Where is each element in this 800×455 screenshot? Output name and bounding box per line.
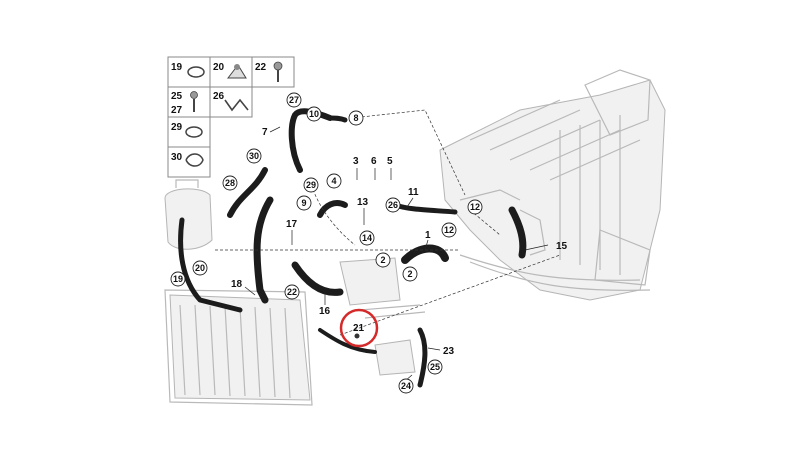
svg-text:25: 25 <box>430 362 440 372</box>
callout-17: 17 <box>286 219 298 230</box>
part-21-marker <box>354 333 360 339</box>
part-callouts-plain: 7 3 6 5 13 11 1 15 17 18 16 21 23 <box>231 127 568 357</box>
callout-1: 1 <box>425 230 431 241</box>
svg-text:28: 28 <box>225 178 235 188</box>
callout-circle-29: 29 <box>303 177 319 193</box>
highlight-ring <box>339 308 379 348</box>
legend-label-29: 29 <box>171 122 183 133</box>
svg-text:30: 30 <box>249 151 259 161</box>
fastener-legend: 19 20 22 25 27 26 29 30 <box>167 56 295 178</box>
callout-15: 15 <box>556 241 568 252</box>
hose-clamp-icon <box>185 153 204 167</box>
callout-13: 13 <box>357 197 369 208</box>
svg-text:14: 14 <box>362 233 372 243</box>
legend-label-27: 27 <box>171 105 183 116</box>
callout-18: 18 <box>231 279 243 290</box>
callout-11: 11 <box>408 187 419 198</box>
callout-circle-22: 22 <box>284 284 300 300</box>
callout-circle-20: 20 <box>192 260 208 276</box>
svg-text:22: 22 <box>287 287 297 297</box>
bolt-icon <box>190 91 198 112</box>
callout-21: 21 <box>353 323 365 334</box>
svg-text:19: 19 <box>173 274 183 284</box>
legend-label-20: 20 <box>213 62 225 73</box>
callout-3: 3 <box>353 156 359 167</box>
svg-text:27: 27 <box>289 95 299 105</box>
svg-text:4: 4 <box>331 176 336 186</box>
callout-circle-9: 9 <box>296 195 312 211</box>
svg-text:12: 12 <box>444 225 454 235</box>
legend-label-30: 30 <box>171 152 183 163</box>
clip-icon <box>226 64 247 79</box>
callout-5: 5 <box>387 156 393 167</box>
expansion-tank-illustration <box>164 179 213 250</box>
callout-circle-24: 24 <box>398 378 414 394</box>
hose-clamp-icon <box>185 126 203 138</box>
callout-circle-26: 26 <box>385 197 401 213</box>
bracket-icon <box>224 98 249 112</box>
callout-circle-14: 14 <box>359 230 375 246</box>
callout-16: 16 <box>319 306 331 317</box>
callout-circle-19: 19 <box>170 271 186 287</box>
svg-text:12: 12 <box>470 202 480 212</box>
callout-circle-8: 8 <box>348 110 364 126</box>
svg-text:2: 2 <box>380 255 385 265</box>
hose-clamp-icon <box>187 66 205 78</box>
callout-circle-12b: 12 <box>441 222 457 238</box>
legend-label-19: 19 <box>171 62 183 73</box>
callout-circle-2b: 2 <box>402 266 418 282</box>
callout-6: 6 <box>371 156 377 167</box>
callout-circle-4: 4 <box>326 173 342 189</box>
engine-block-illustration <box>439 69 666 301</box>
bolt-icon <box>273 61 283 82</box>
legend-label-26: 26 <box>213 91 225 102</box>
part-callouts-circled: 27 10 8 30 28 4 29 9 26 12 12 14 2 2 20 … <box>170 92 483 394</box>
svg-text:10: 10 <box>309 109 319 119</box>
pump-thermostat-illustration <box>339 257 426 376</box>
callout-circle-25: 25 <box>427 359 443 375</box>
svg-text:2: 2 <box>407 269 412 279</box>
callout-circle-28: 28 <box>222 175 238 191</box>
svg-text:8: 8 <box>353 113 358 123</box>
callout-23: 23 <box>443 346 455 357</box>
legend-label-22: 22 <box>255 62 267 73</box>
callout-circle-27: 27 <box>286 92 302 108</box>
svg-text:26: 26 <box>388 200 398 210</box>
svg-text:29: 29 <box>306 180 316 190</box>
callout-circle-12a: 12 <box>467 199 483 215</box>
svg-text:24: 24 <box>401 381 411 391</box>
callout-circle-10: 10 <box>306 106 322 122</box>
callout-circle-30: 30 <box>246 148 262 164</box>
svg-text:20: 20 <box>195 263 205 273</box>
legend-label-25: 25 <box>171 91 183 102</box>
callout-circle-2a: 2 <box>375 252 391 268</box>
callout-7: 7 <box>262 127 268 138</box>
svg-text:9: 9 <box>301 198 306 208</box>
